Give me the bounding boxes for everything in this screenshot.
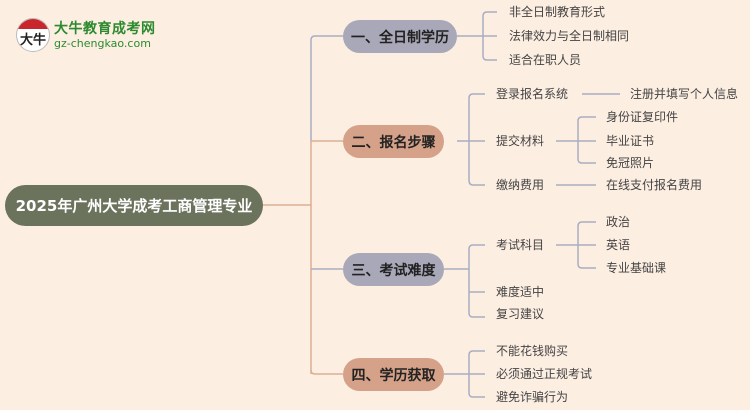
- logo-badge-icon: 大牛: [16, 18, 50, 52]
- leaf-node[interactable]: 适合在职人员: [509, 53, 582, 67]
- leaf-node[interactable]: 英语: [606, 238, 631, 252]
- leaf-node[interactable]: 专业基础课: [606, 261, 667, 275]
- leaf-node[interactable]: 非全日制教育形式: [509, 5, 606, 19]
- site-logo[interactable]: 大牛 大牛教育成考网 gz-chengkao.com: [16, 16, 196, 56]
- leaf-node[interactable]: 注册并填写个人信息: [630, 87, 739, 101]
- sub-node[interactable]: 提交材料: [496, 134, 545, 148]
- leaf-node[interactable]: 身份证复印件: [606, 110, 679, 124]
- branch-node-exam-difficulty[interactable]: 三、考试难度: [343, 253, 444, 286]
- sub-node[interactable]: 考试科目: [496, 238, 545, 252]
- sub-node[interactable]: 登录报名系统: [496, 87, 569, 101]
- leaf-node[interactable]: 免冠照片: [606, 156, 655, 170]
- leaf-node[interactable]: 在线支付报名费用: [606, 178, 703, 192]
- leaf-node[interactable]: 必须通过正规考试: [496, 367, 593, 381]
- leaf-node[interactable]: 政治: [606, 215, 631, 229]
- leaf-node[interactable]: 毕业证书: [606, 134, 655, 148]
- sub-node[interactable]: 复习建议: [496, 307, 545, 321]
- root-node[interactable]: 2025年广州大学成考工商管理专业: [5, 185, 263, 226]
- leaf-node[interactable]: 避免诈骗行为: [496, 390, 569, 404]
- logo-title: 大牛教育成考网: [54, 21, 156, 37]
- leaf-node[interactable]: 不能花钱购买: [496, 344, 569, 358]
- logo-url: gz-chengkao.com: [54, 37, 151, 50]
- branch-node-degree-acquisition[interactable]: 四、学历获取: [343, 358, 444, 391]
- leaf-node[interactable]: 法律效力与全日制相同: [509, 29, 630, 43]
- branch-node-fulltime-degree[interactable]: 一、全日制学历: [343, 20, 457, 53]
- sub-node[interactable]: 缴纳费用: [496, 178, 545, 192]
- sub-node[interactable]: 难度适中: [496, 285, 545, 299]
- branch-node-registration-steps[interactable]: 二、报名步骤: [343, 125, 444, 158]
